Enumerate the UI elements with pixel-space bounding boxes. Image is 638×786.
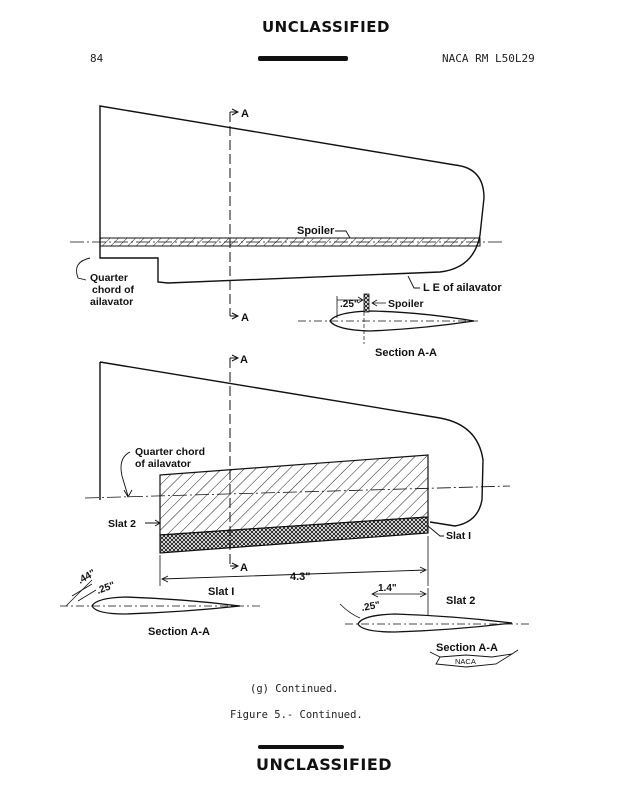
- redacted-stamp-bottom: [258, 745, 344, 749]
- subfigure-caption: (g) Continued.: [250, 683, 339, 695]
- bottom-right-section-caption: Section A-A: [436, 642, 498, 654]
- slat-2-label: Slat 2: [108, 518, 136, 530]
- top-wing-planform: [99, 105, 485, 284]
- bottom-left-dim-25: .25": [95, 580, 117, 597]
- slat-1-label: Slat I: [446, 530, 471, 542]
- naca-logo: NACA: [429, 649, 519, 668]
- bottom-quarter-chord-arrowhead: [123, 489, 133, 498]
- bottom-left-section-airfoil: [60, 579, 260, 615]
- slat-1-leader: [427, 525, 444, 537]
- bottom-quarter-chord-line: [84, 485, 511, 499]
- top-dim-arrow: [337, 296, 364, 304]
- top-le-label: L E of ailavator: [423, 282, 502, 294]
- classification-top: UNCLASSIFIED: [262, 18, 390, 36]
- naca-logo-text: NACA: [455, 657, 476, 666]
- redacted-stamp-top: [258, 56, 348, 61]
- bottom-right-dim-14-line: [371, 590, 427, 598]
- top-section-spoiler-arrow: [371, 299, 386, 307]
- report-id: NACA RM L50L29: [442, 52, 535, 65]
- top-quarter-chord-label-1: Quarter: [90, 272, 128, 284]
- bottom-section-arrow-down: [230, 562, 240, 570]
- top-section-mark-a1: A: [241, 108, 249, 120]
- top-spoiler-leader: [335, 230, 351, 239]
- bottom-left-slat-label: Slat I: [208, 586, 234, 598]
- bottom-wing-planform: [99, 361, 484, 527]
- bottom-section-arrow-up: [230, 354, 240, 362]
- figure-caption: Figure 5.- Continued.: [230, 709, 363, 721]
- span-dim-line: [160, 566, 428, 583]
- bottom-right-dim-25: .25": [361, 600, 382, 614]
- bottom-right-dim-14: 1.4": [378, 583, 397, 594]
- top-le-leader: [407, 275, 420, 289]
- bottom-section-mark-a1: A: [240, 354, 248, 366]
- classification-bottom: UNCLASSIFIED: [256, 755, 393, 774]
- bottom-quarter-chord-label-1: Quarter chord: [135, 446, 205, 458]
- bottom-right-slat-label: Slat 2: [446, 595, 475, 607]
- slat-1-region: [159, 516, 429, 554]
- top-quarter-chord-label-3: ailavator: [90, 296, 133, 308]
- top-section-arrow-down: [230, 312, 240, 320]
- top-section-mark-a2: A: [241, 312, 249, 324]
- bottom-section-mark-a2: A: [240, 562, 248, 574]
- top-section-airfoil: [298, 293, 478, 344]
- slat-2-arrow: [145, 519, 161, 527]
- top-section-arrow-up: [230, 108, 240, 116]
- top-dim-25: .25": [340, 299, 359, 310]
- top-section-spoiler-label: Spoiler: [388, 298, 424, 310]
- bottom-left-section-caption: Section A-A: [148, 626, 210, 638]
- page-number: 84: [90, 52, 104, 65]
- bottom-quarter-chord-label-2: of ailavator: [135, 458, 191, 470]
- bottom-quarter-chord-leader: [120, 451, 131, 497]
- top-section-caption: Section A-A: [375, 347, 437, 359]
- bottom-right-section-airfoil: [339, 588, 530, 633]
- span-dim-label: 4.3": [290, 571, 311, 583]
- top-quarter-chord-label-2: chord of: [92, 284, 134, 296]
- top-spoiler-label: Spoiler: [297, 225, 335, 237]
- top-quarter-chord-leader: [76, 257, 91, 281]
- bottom-left-dim-44: .44": [76, 568, 98, 587]
